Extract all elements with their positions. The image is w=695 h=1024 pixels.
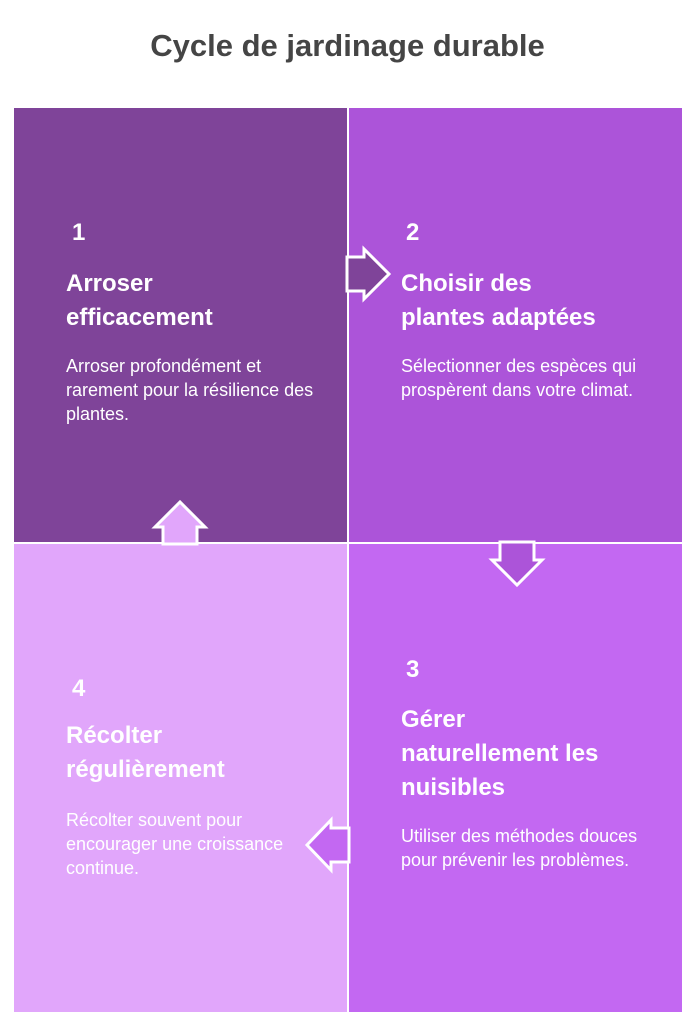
- step-1-heading-line-2: efficacement: [66, 304, 213, 331]
- step-3-heading-line-3: nuisibles: [401, 774, 506, 801]
- step-3-heading: Gérer naturellement les nuisibles: [401, 703, 671, 805]
- step-2-heading-line-2: plantes adaptées: [401, 304, 596, 331]
- step-3-number: 3: [406, 656, 420, 683]
- step-1-heading: Arroser efficacement: [66, 267, 336, 335]
- step-2-box: 2 Choisir des plantes adaptées Sélection…: [349, 108, 682, 542]
- step-4-description: Récolter souvent pour encourager une cro…: [66, 810, 284, 878]
- step-2-heading: Choisir des plantes adaptées: [401, 267, 671, 335]
- step-4-heading-line-1: Récolter: [66, 722, 163, 749]
- step-3-description: Utiliser des méthodes douces pour préven…: [401, 826, 638, 870]
- step-1-number: 1: [72, 219, 86, 246]
- step-2-number: 2: [406, 219, 420, 246]
- step-1-description: Arroser profondément et rarement pour la…: [66, 356, 314, 424]
- step-1-heading-line-1: Arroser: [66, 270, 153, 297]
- step-3-box: 3 Gérer naturellement les nuisibles Util…: [349, 544, 682, 1012]
- step-2-description: Sélectionner des espèces qui prospèrent …: [401, 356, 637, 400]
- step-3-heading-line-2: naturellement les: [401, 740, 599, 767]
- step-3-heading-line-1: Gérer: [401, 706, 466, 733]
- step-2-heading-line-1: Choisir des: [401, 270, 532, 297]
- step-4-number: 4: [72, 675, 86, 702]
- step-1-box: 1 Arroser efficacement Arroser profondém…: [14, 108, 347, 542]
- step-4-heading-line-2: régulièrement: [66, 756, 225, 783]
- diagram-title: Cycle de jardinage durable: [150, 28, 545, 63]
- step-4-box: 4 Récolter régulièrement Récolter souven…: [14, 544, 347, 1012]
- step-4-heading: Récolter régulièrement: [66, 719, 336, 787]
